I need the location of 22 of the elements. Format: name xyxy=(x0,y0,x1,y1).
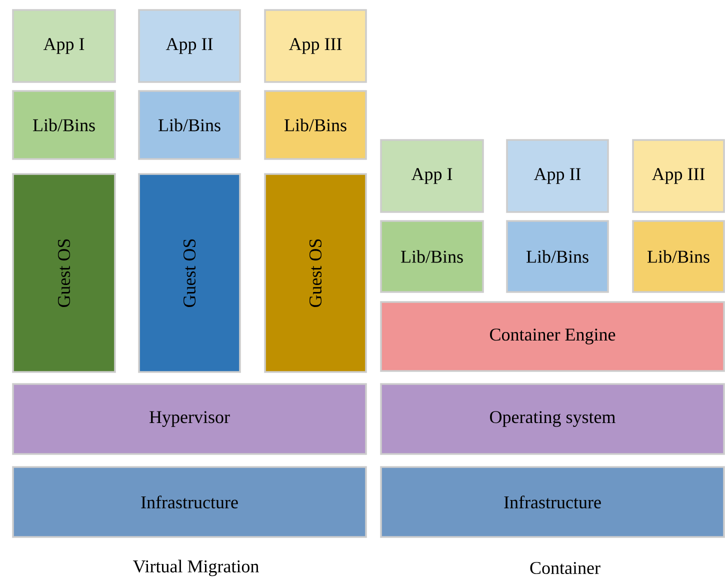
layer-box: App III xyxy=(264,9,367,83)
layer-box: Lib/Bins xyxy=(264,90,367,160)
layer-box: Lib/Bins xyxy=(506,220,609,293)
layer-box: Hypervisor xyxy=(12,383,367,455)
layer-box: Infrastructure xyxy=(12,466,367,538)
layer-box: Lib/Bins xyxy=(632,220,725,293)
caption-text: Container xyxy=(530,562,600,574)
guest-os-box: Guest OS xyxy=(264,173,367,373)
guest-os-box: Guest OS xyxy=(138,173,241,373)
layer-box: Infrastructure xyxy=(380,466,725,538)
layer-box: Operating system xyxy=(380,383,725,455)
layer-box: Lib/Bins xyxy=(12,90,116,160)
layer-box: App I xyxy=(380,139,484,213)
layer-box: App II xyxy=(138,9,241,83)
layer-box: Container Engine xyxy=(380,301,725,372)
layer-box: App I xyxy=(12,9,116,83)
guest-os-box: Guest OS xyxy=(12,173,116,373)
layer-box: Lib/Bins xyxy=(380,220,484,293)
layer-box: Lib/Bins xyxy=(138,90,241,160)
layer-box: App III xyxy=(632,139,725,213)
layer-box: App II xyxy=(506,139,609,213)
caption-text: Virtual Migration xyxy=(133,560,259,576)
